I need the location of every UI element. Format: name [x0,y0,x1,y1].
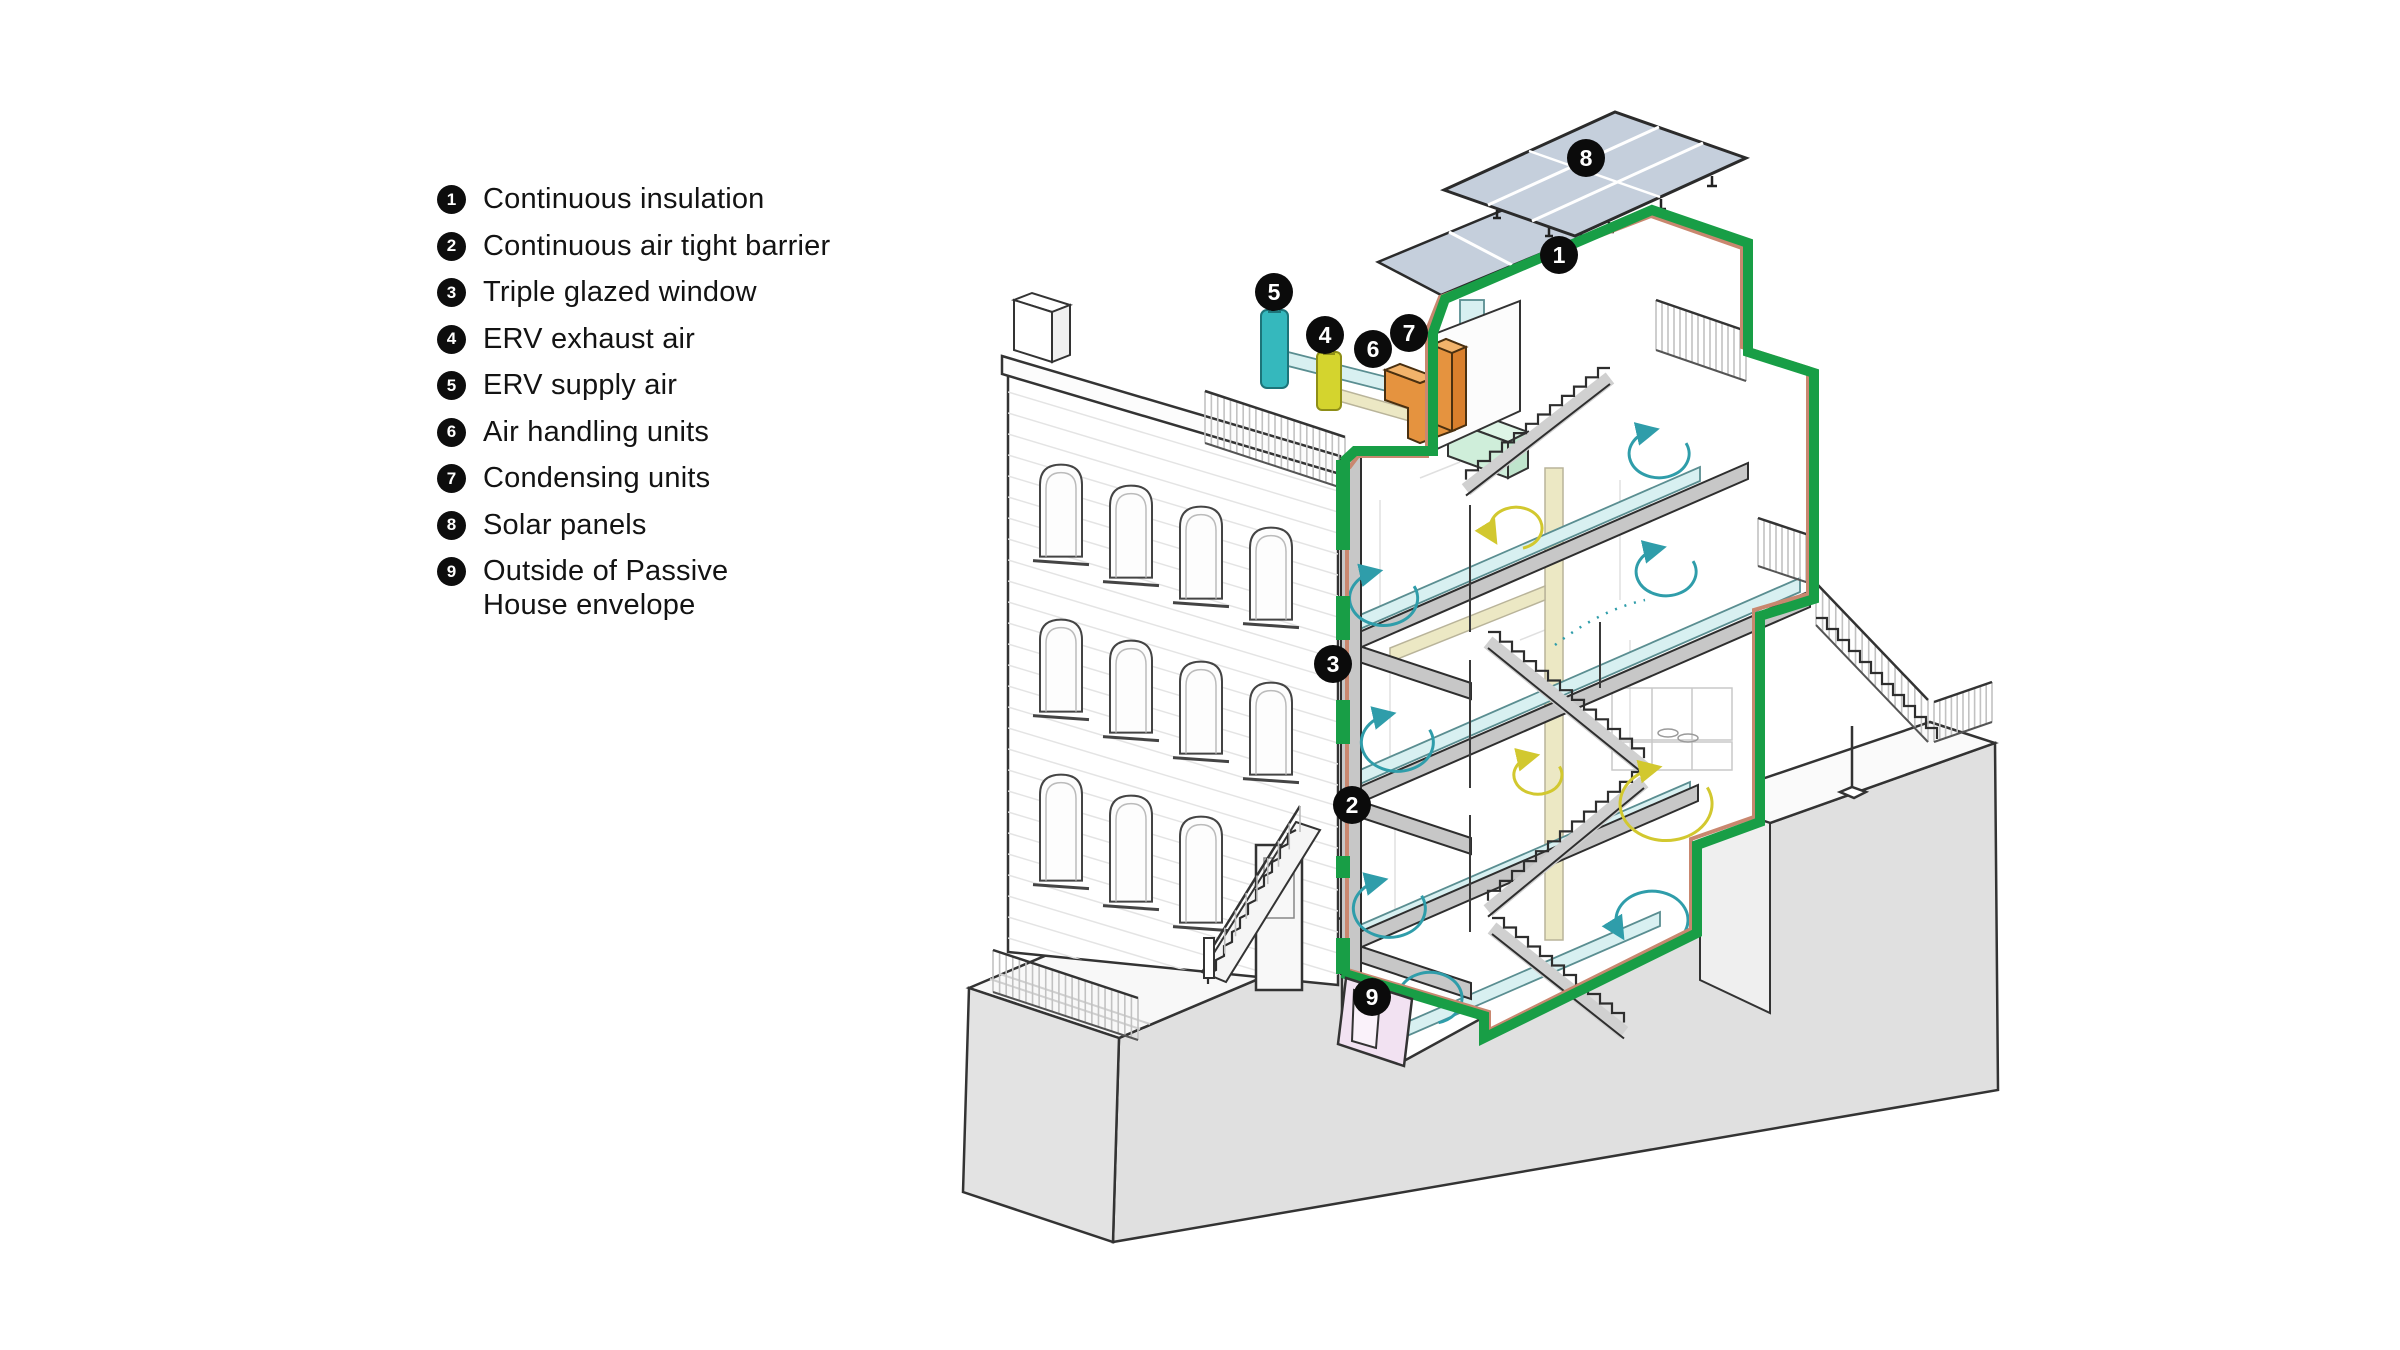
legend-item: 1 Continuous insulation [437,183,857,217]
yard-post [1836,726,1870,800]
areaway-railing [992,948,1139,1041]
legend-item: 5 ERV supply air [437,369,857,403]
marker-erv-supply: 5 [1255,273,1293,311]
chimney [1010,291,1074,364]
legend-item: 7 Condensing units [437,462,857,496]
backyard-stair-railing [1815,582,1929,743]
legend: 1 Continuous insulation 2 Continuous air… [437,183,857,635]
brownstone-facade [1000,291,1342,992]
stoop-stairs [1200,805,1322,984]
legend-num-badge: 7 [437,464,466,493]
terrace-balustrade-lower [1757,516,1813,585]
marker-airtight-barrier: 2 [1333,786,1371,824]
insulation-envelope-line [1336,204,1819,1047]
backyard-fence [1933,680,1993,743]
marker-solar-panels: 8 [1567,139,1605,177]
legend-item: 3 Triple glazed window [437,276,857,310]
ground-street-and-yard [961,720,2000,1244]
marker-erv-exhaust: 4 [1306,316,1344,354]
kitchen-cabinets [1611,687,1733,771]
backyard-stair [1816,616,1939,739]
roof-zone [992,110,1993,1041]
legend-item: 8 Solar panels [437,509,857,543]
legend-item: 2 Continuous air tight barrier [437,230,857,264]
legend-item: 4 ERV exhaust air [437,323,857,357]
marker-outside-envelope: 9 [1353,978,1391,1016]
marker-air-handling: 6 [1354,330,1392,368]
interior-stairs [1461,366,1649,1040]
marker-insulation: 1 [1540,236,1578,274]
legend-num-badge: 9 [437,557,466,586]
legend-num-badge: 8 [437,510,466,540]
legend-item: 6 Air handling units [437,416,857,450]
terrace-balustrade-upper [1655,298,1747,382]
legend-item: 9 Outside of Passive House envelope [437,555,857,622]
marker-window: 3 [1314,645,1352,683]
legend-num-badge: 2 [437,231,466,261]
legend-num-badge: 1 [437,185,466,214]
legend-num-badge: 6 [437,417,466,447]
marker-condensing: 7 [1390,314,1428,352]
facade-insulation-segments [1336,460,1350,974]
legend-num-badge: 4 [437,324,466,354]
legend-num-badge: 3 [437,278,466,307]
legend-num-badge: 5 [437,371,466,400]
